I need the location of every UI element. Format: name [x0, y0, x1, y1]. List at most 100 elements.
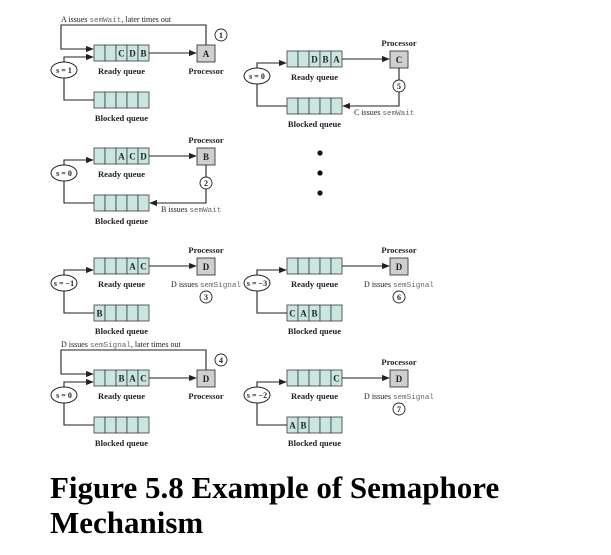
blocked-queue — [93, 416, 150, 434]
ready-queue: C — [286, 369, 343, 387]
process-label: B — [300, 421, 306, 431]
queue-cell — [319, 304, 332, 322]
process-label: B — [311, 309, 317, 319]
semaphore-to-ready-arrow — [256, 266, 287, 275]
queue-cell — [115, 257, 128, 275]
semaphore-to-blocked-line — [256, 403, 287, 426]
blocked-queue: B — [93, 304, 150, 322]
process-label: D — [311, 55, 318, 65]
process-label: A — [118, 152, 125, 162]
queue-cell — [308, 257, 321, 275]
queue-cell — [319, 416, 332, 434]
queue-cell — [137, 304, 150, 322]
process-label: A — [129, 374, 136, 384]
queue-cell — [297, 97, 310, 115]
queue-cell — [286, 369, 299, 387]
semaphore-ellipse — [243, 386, 271, 404]
processor-box — [389, 369, 409, 388]
event-caption: B issues semWait — [161, 205, 221, 215]
ready-queue-label: Ready queue — [291, 279, 338, 289]
blocked-queue-label: Blocked queue — [95, 113, 148, 123]
process-label: B — [118, 374, 124, 384]
ready-queue-label: Ready queue — [291, 72, 338, 82]
queue-cell — [93, 44, 106, 62]
semaphore-value: s = 0 — [249, 72, 265, 81]
step-number-circle — [199, 176, 213, 190]
queue-cell — [308, 416, 321, 434]
step-number: 2 — [204, 179, 208, 188]
semaphore-ellipse — [50, 164, 78, 182]
semaphore-to-blocked-line — [63, 291, 94, 314]
queue-cell — [104, 44, 117, 62]
step-number: 4 — [219, 356, 223, 365]
processor-box — [389, 257, 409, 276]
processor-process: B — [203, 152, 209, 162]
semaphore-to-blocked-line — [63, 78, 94, 101]
semaphore-value: s = −3 — [247, 279, 267, 288]
ready-queue-label: Ready queue — [98, 391, 145, 401]
processor-label: Processor — [188, 66, 223, 76]
semaphore-to-blocked-line — [63, 181, 94, 204]
queue-cell — [104, 304, 117, 322]
ellipsis-dots — [317, 150, 323, 196]
step-number-circle — [214, 28, 228, 42]
queue-cell — [330, 257, 343, 275]
process-label: A — [300, 309, 307, 319]
event-caption: D issues semSignal — [364, 392, 434, 402]
queue-cell — [319, 97, 332, 115]
process-label: C — [289, 309, 296, 319]
semaphore-to-ready-arrow — [256, 59, 287, 68]
process-label: C — [129, 152, 136, 162]
semaphore-ellipse — [243, 67, 271, 85]
queue-cell — [104, 257, 117, 275]
semaphore-ellipse — [50, 274, 78, 292]
blocked-queue-label: Blocked queue — [95, 216, 148, 226]
processor-process: C — [396, 55, 403, 65]
queue-cell — [330, 416, 343, 434]
queue-cell — [330, 97, 343, 115]
timeout-return-arrow — [60, 349, 207, 378]
step-number-circle — [392, 290, 406, 304]
queue-cell — [297, 50, 310, 68]
step-number: 1 — [219, 31, 223, 40]
queue-cell — [104, 91, 117, 109]
step-number-circle — [199, 290, 213, 304]
queue-cell — [126, 91, 139, 109]
queue-cell — [297, 369, 310, 387]
ellipsis-dot — [317, 190, 323, 196]
queue-cell — [286, 97, 299, 115]
process-label: B — [96, 309, 102, 319]
blocked-queue-label: Blocked queue — [95, 438, 148, 448]
queue-cell — [93, 194, 106, 212]
semaphore-value: s = 0 — [56, 169, 72, 178]
semaphore-value: s = 1 — [56, 66, 72, 75]
event-caption: D issues semSignal — [364, 280, 434, 290]
ready-queue-label: Ready queue — [291, 391, 338, 401]
ready-queue-label: Ready queue — [98, 279, 145, 289]
process-label: A — [333, 55, 340, 65]
figure-title-line1: Figure 5.8 Example of Semaphore — [50, 470, 500, 505]
processor-label: Processor — [381, 357, 416, 367]
blocked-queue-label: Blocked queue — [95, 326, 148, 336]
processor-process: A — [203, 49, 210, 59]
queue-cell — [308, 369, 321, 387]
processor-process: D — [203, 262, 210, 272]
process-label: C — [333, 374, 340, 384]
blocked-queue — [286, 97, 343, 115]
queue-cell — [104, 369, 117, 387]
process-label: A — [289, 421, 296, 431]
queue-cell — [93, 147, 106, 165]
queue-cell — [137, 194, 150, 212]
queue-cell — [126, 416, 139, 434]
step-number-circle — [392, 402, 406, 416]
queue-cell — [137, 416, 150, 434]
queue-cell — [126, 304, 139, 322]
